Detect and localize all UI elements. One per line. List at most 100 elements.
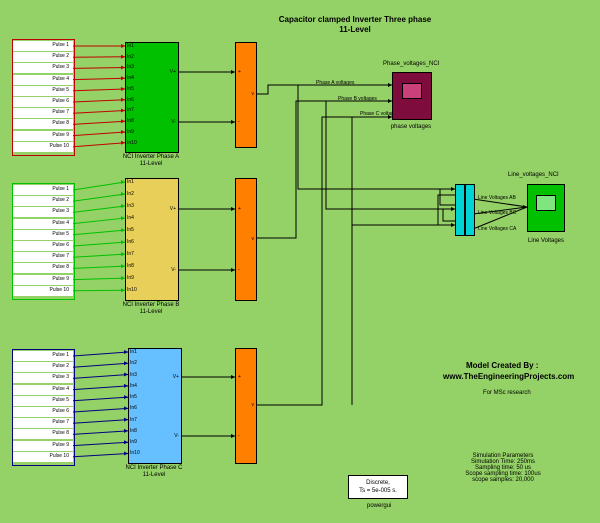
mux-in-a (451, 187, 455, 191)
scope-line-caption: Line Voltages (527, 238, 565, 244)
inverter-2-in-4: In4 (130, 382, 137, 389)
pulse-2-9[interactable]: Pulse 9 (13, 440, 73, 451)
pulse-wire-1-8 (72, 265, 126, 269)
inverter-caption-sub-2: 11-Level (142, 472, 166, 478)
conv-2-v: v (251, 402, 255, 408)
inverter-1-vminus: V- (171, 267, 176, 273)
pulse-arrow-0-10 (121, 140, 125, 145)
credit-website: www.TheEngineeringProjects.com (443, 372, 575, 381)
conv-2-minus: - (238, 433, 240, 439)
param-0: Simulation Parameters (472, 453, 534, 459)
pulse-arrow-1-9 (121, 276, 125, 281)
scope-line-title: Line_voltages_NCI (508, 172, 559, 178)
powergui-line2: Ts = 5e-005 s. (359, 488, 397, 494)
pulse-0-5[interactable]: Pulse 5 (13, 85, 73, 96)
voltage-measurement-1[interactable]: +v- (235, 178, 257, 301)
credit-note: For MSc research (483, 390, 531, 396)
pulse-wire-2-4 (72, 385, 129, 391)
pulse-2-7[interactable]: Pulse 7 (13, 418, 73, 429)
pulse-1-5[interactable]: Pulse 5 (13, 229, 73, 240)
pulse-2-8[interactable]: Pulse 8 (13, 429, 73, 440)
pulse-2-1[interactable]: Pulse 1 (13, 351, 73, 361)
scope-line-screen (536, 195, 556, 211)
phaseA-to-mux (297, 85, 455, 190)
pulse-1-8[interactable]: Pulse 8 (13, 263, 73, 274)
inverter-caption-sub-1: 11-Level (139, 309, 163, 315)
pulse-2-4[interactable]: Pulse 4 (13, 384, 73, 395)
pulse-1-2[interactable]: Pulse 2 (13, 196, 73, 207)
phase-1-to-scope (257, 100, 392, 239)
pulse-2-10[interactable]: Pulse 10 (13, 451, 73, 462)
phase-0-scope-arrow (388, 83, 392, 87)
scope-phase-caption: phase voltages (390, 124, 432, 130)
pulse-arrow-1-4 (121, 216, 125, 221)
pulse-1-4[interactable]: Pulse 4 (13, 218, 73, 229)
pulse-wire-2-9 (72, 441, 129, 447)
inverter-2-in-9: In9 (130, 439, 137, 446)
inverter-caption-name-2: NCI Inverter Phase C (125, 465, 183, 471)
pulse-0-2[interactable]: Pulse 2 (13, 52, 73, 63)
inverter-0-vminus: V- (171, 119, 176, 125)
pulse-wire-2-5 (72, 396, 129, 402)
voltage-measurement-2[interactable]: +v- (235, 348, 257, 464)
inverter-0-in-2: In2 (127, 53, 134, 60)
pulse-wire-1-6 (72, 241, 126, 247)
scope2-in-arrow (523, 205, 527, 209)
inverter-2-in-7: In7 (130, 416, 137, 423)
pulse-0-6[interactable]: Pulse 6 (13, 97, 73, 107)
pulse-wire-1-2 (72, 193, 126, 202)
pulse-wire-0-5 (72, 88, 126, 92)
inverter-1-in-5: In5 (127, 227, 134, 234)
pulse-0-4[interactable]: Pulse 4 (13, 74, 73, 85)
inverter-0-in-4: In4 (127, 75, 134, 82)
phaseB-to-mux (325, 101, 455, 210)
pulse-1-10[interactable]: Pulse 10 (13, 285, 73, 296)
line-voltage-wire-1 (472, 206, 528, 215)
phase-1-scope-arrow (388, 99, 392, 103)
pulse-0-1[interactable]: Pulse 1 (13, 41, 73, 51)
pulse-1-6[interactable]: Pulse 6 (13, 241, 73, 251)
pulse-arrow-0-6 (121, 97, 125, 102)
pulse-0-8[interactable]: Pulse 8 (13, 119, 73, 130)
mux-block-1[interactable] (455, 184, 465, 236)
pulse-arrow-0-5 (121, 86, 125, 91)
inv-to-conv-minus-arrow-2 (231, 434, 235, 438)
inverter-0-in-10: In10 (127, 139, 137, 146)
pulse-2-3[interactable]: Pulse 3 (13, 373, 73, 384)
voltage-measurement-0[interactable]: +v- (235, 42, 257, 148)
pulse-1-9[interactable]: Pulse 9 (13, 274, 73, 285)
pulse-0-7[interactable]: Pulse 7 (13, 108, 73, 119)
pulse-2-6[interactable]: Pulse 6 (13, 407, 73, 417)
pulse-0-9[interactable]: Pulse 9 (13, 130, 73, 141)
mux-block-2[interactable] (465, 184, 475, 236)
pulse-arrow-2-8 (124, 428, 128, 433)
pulse-arrow-1-6 (121, 240, 125, 245)
pulse-arrow-1-3 (121, 204, 125, 209)
powergui-block[interactable]: Discrete, Ts = 5e-005 s. (348, 475, 408, 499)
inverter-0-vplus: V+ (169, 69, 176, 75)
pulse-1-3[interactable]: Pulse 3 (13, 207, 73, 218)
pulse-wire-0-8 (72, 120, 126, 125)
phase-label-1: Phase B voltages (338, 96, 377, 102)
pulse-wire-0-9 (72, 131, 126, 137)
line-voltage-wire-2 (472, 206, 528, 230)
pulse-2-2[interactable]: Pulse 2 (13, 362, 73, 373)
inverter-0-in-8: In8 (127, 118, 134, 125)
model-title-line2: 11-Level (339, 25, 371, 34)
scope-line-voltages[interactable] (527, 184, 565, 232)
pulse-1-7[interactable]: Pulse 7 (13, 252, 73, 263)
pulse-0-3[interactable]: Pulse 3 (13, 63, 73, 74)
pulse-wire-1-9 (72, 277, 126, 281)
scope-phase-voltages[interactable] (392, 72, 432, 120)
inverter-1-in-6: In6 (127, 239, 134, 246)
pulse-2-5[interactable]: Pulse 5 (13, 395, 73, 406)
pulse-wire-2-1 (72, 351, 129, 357)
pulse-1-1[interactable]: Pulse 1 (13, 185, 73, 195)
inverter-0-in-6: In6 (127, 96, 134, 103)
pulse-0-10[interactable]: Pulse 10 (13, 141, 73, 152)
